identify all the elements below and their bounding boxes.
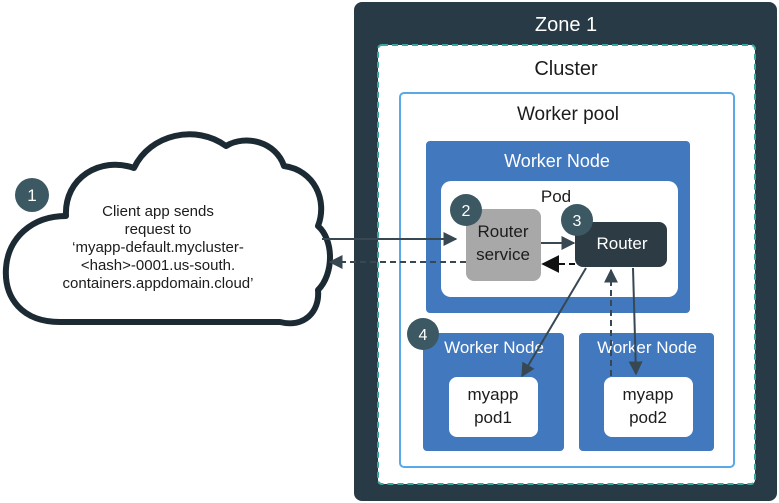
step-badge-1: 1 (15, 178, 49, 212)
arrow-router-to-pod2 (628, 267, 643, 376)
svg-text:2: 2 (462, 203, 471, 220)
arrow-router-to-pod1 (521, 267, 587, 378)
svg-text:1: 1 (27, 186, 36, 205)
worker-node-left-label: Worker Node (444, 338, 544, 357)
step-badge-2: 2 (450, 194, 482, 226)
app-pod2-line1: myapp (622, 385, 673, 404)
app-pod2-box (604, 377, 693, 437)
app-pod1-box (449, 377, 538, 437)
router-box (575, 222, 667, 267)
router-service-line1: Router (477, 222, 528, 241)
client-text-line2: request to (125, 221, 192, 238)
client-text-line1: Client app sends (102, 203, 214, 220)
worker-node-right-label: Worker Node (597, 338, 697, 357)
client-text-line4: <hash>-0001.us-south. (81, 257, 235, 274)
step-badge-3: 3 (561, 204, 593, 236)
svg-text:3: 3 (573, 213, 582, 230)
app-pod2-line2: pod2 (629, 408, 667, 427)
router-label: Router (596, 234, 647, 253)
app-pod1-line2: pod1 (474, 408, 512, 427)
zone-label: Zone 1 (535, 14, 597, 36)
router-service-box (466, 209, 541, 281)
app-pod1-line1: myapp (467, 385, 518, 404)
cluster-label: Cluster (534, 58, 598, 80)
worker-node-main-label: Worker Node (504, 151, 610, 171)
worker-pool-label: Worker pool (517, 104, 619, 125)
pod-label: Pod (541, 187, 571, 206)
svg-text:4: 4 (419, 327, 428, 344)
step-badge-4: 4 (407, 318, 439, 350)
client-text-line3: ‘myapp-default.mycluster- (72, 239, 244, 256)
client-text-line5: containers.appdomain.cloud’ (63, 275, 254, 292)
router-service-line2: service (476, 245, 530, 264)
